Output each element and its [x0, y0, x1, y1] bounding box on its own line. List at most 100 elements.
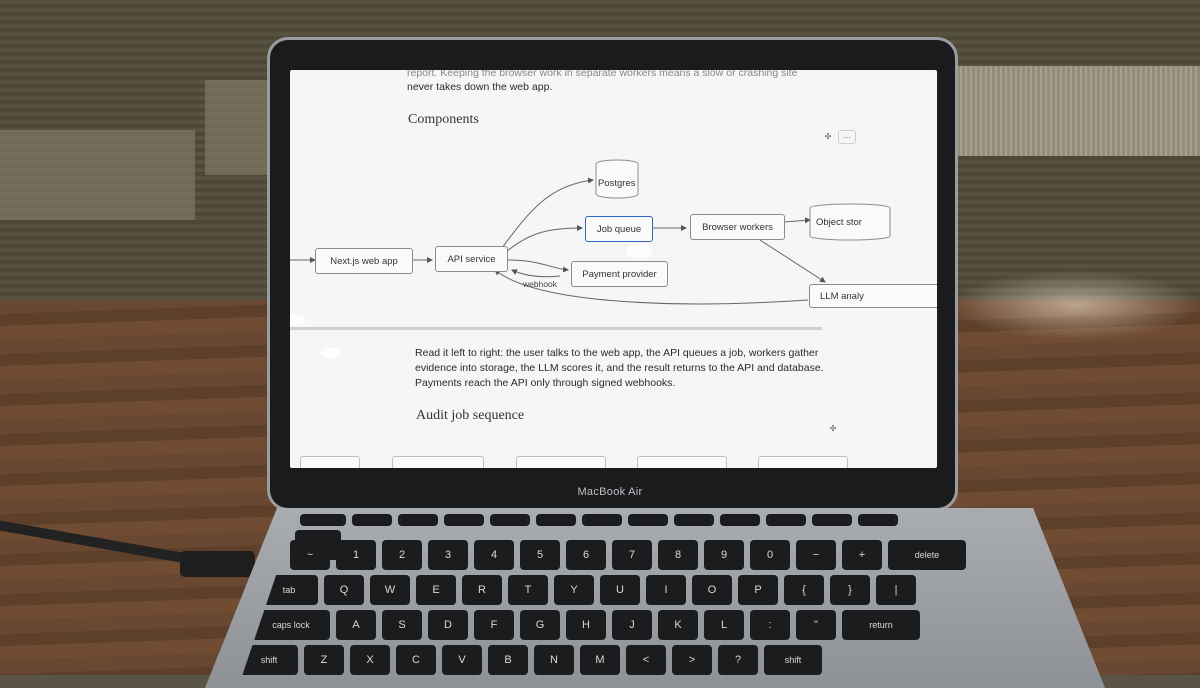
- key-f10[interactable]: [766, 514, 806, 526]
- key-f2[interactable]: [398, 514, 438, 526]
- cut-off-text: report. Keeping the browser work in sepa…: [407, 70, 798, 79]
- edge-api-to-queue: [505, 225, 583, 253]
- move-icon[interactable]: ✣: [824, 131, 832, 141]
- key-f11[interactable]: [812, 514, 852, 526]
- more-options-button[interactable]: ···: [838, 130, 856, 144]
- key-e-3[interactable]: E: [416, 575, 456, 605]
- key---11[interactable]: −: [796, 540, 836, 570]
- text-line: never takes down the web app.: [407, 81, 553, 93]
- key-q-1[interactable]: Q: [324, 575, 364, 605]
- key-3-3[interactable]: 3: [428, 540, 468, 570]
- key-0-10[interactable]: 0: [750, 540, 790, 570]
- key-return-12[interactable]: return: [842, 610, 920, 640]
- key-f1[interactable]: [352, 514, 392, 526]
- key---12[interactable]: }: [830, 575, 870, 605]
- edge-api-to-postgres: [501, 177, 594, 249]
- key-d-3[interactable]: D: [428, 610, 468, 640]
- key-h-6[interactable]: H: [566, 610, 606, 640]
- edge-llm-to-api: [494, 269, 809, 305]
- key---12[interactable]: +: [842, 540, 882, 570]
- move-icon[interactable]: ✣: [829, 423, 837, 433]
- node-object-store[interactable]: Object stor: [816, 217, 862, 228]
- key---9[interactable]: >: [672, 645, 712, 675]
- sequence-card: [637, 456, 727, 468]
- key---10[interactable]: :: [750, 610, 790, 640]
- key-o-9[interactable]: O: [692, 575, 732, 605]
- key-8-8[interactable]: 8: [658, 540, 698, 570]
- key-f3[interactable]: [444, 514, 484, 526]
- key-m-7[interactable]: M: [580, 645, 620, 675]
- blind-light-patch: [205, 80, 270, 175]
- key-v-4[interactable]: V: [442, 645, 482, 675]
- key-r-4[interactable]: R: [462, 575, 502, 605]
- key-5-5[interactable]: 5: [520, 540, 560, 570]
- key---11[interactable]: ": [796, 610, 836, 640]
- key-f12[interactable]: [858, 514, 898, 526]
- screen-glare: [290, 314, 306, 326]
- key-9-9[interactable]: 9: [704, 540, 744, 570]
- key-i-8[interactable]: I: [646, 575, 686, 605]
- laptop-screen: report. Keeping the browser work in sepa…: [290, 70, 937, 468]
- key-y-6[interactable]: Y: [554, 575, 594, 605]
- store-cylinder-body: [809, 208, 891, 241]
- key-f-4[interactable]: F: [474, 610, 514, 640]
- key-f7[interactable]: [628, 514, 668, 526]
- key-6-6[interactable]: 6: [566, 540, 606, 570]
- key-f9[interactable]: [720, 514, 760, 526]
- key-a-1[interactable]: A: [336, 610, 376, 640]
- key-z-1[interactable]: Z: [304, 645, 344, 675]
- key-escape[interactable]: [300, 514, 346, 526]
- key-shift-11[interactable]: shift: [764, 645, 822, 675]
- components-diagram: Next.js web app API service Postgres Job…: [290, 150, 937, 320]
- key-4-4[interactable]: 4: [474, 540, 514, 570]
- key-l-9[interactable]: L: [704, 610, 744, 640]
- key---0[interactable]: ~: [290, 540, 330, 570]
- node-web-app[interactable]: Next.js web app: [315, 248, 413, 274]
- key-1-1[interactable]: 1: [336, 540, 376, 570]
- node-llm-analyzer[interactable]: LLM analy: [809, 284, 937, 308]
- key-caps-lock-0[interactable]: caps lock: [252, 610, 330, 640]
- key-f5[interactable]: [536, 514, 576, 526]
- explanation-paragraph: Read it left to right: the user talks to…: [415, 346, 824, 391]
- key-c-3[interactable]: C: [396, 645, 436, 675]
- key-n-6[interactable]: N: [534, 645, 574, 675]
- key-k-8[interactable]: K: [658, 610, 698, 640]
- edge-payment-webhook: [511, 269, 561, 278]
- screen-glare: [626, 244, 652, 258]
- node-api-service[interactable]: API service: [435, 246, 508, 272]
- sequence-card: [758, 456, 848, 468]
- key---8[interactable]: <: [626, 645, 666, 675]
- node-payment-provider[interactable]: Payment provider: [571, 261, 668, 287]
- key-7-7[interactable]: 7: [612, 540, 652, 570]
- heading-audit-sequence[interactable]: Audit job sequence: [416, 408, 525, 423]
- key-delete-13[interactable]: delete: [888, 540, 966, 570]
- node-postgres[interactable]: Postgres: [598, 178, 636, 189]
- usb-c-plug: [180, 551, 255, 577]
- key-t-5[interactable]: T: [508, 575, 548, 605]
- node-job-queue[interactable]: Job queue: [585, 216, 653, 242]
- sequence-card: [516, 456, 606, 468]
- key-f8[interactable]: [674, 514, 714, 526]
- key-s-2[interactable]: S: [382, 610, 422, 640]
- key-j-7[interactable]: J: [612, 610, 652, 640]
- key---13[interactable]: |: [876, 575, 916, 605]
- key-p-10[interactable]: P: [738, 575, 778, 605]
- key-2-2[interactable]: 2: [382, 540, 422, 570]
- edge-workers-to-llm: [759, 239, 826, 283]
- postgres-cylinder-body: [595, 164, 639, 199]
- heading-components: Components: [408, 112, 479, 127]
- key---11[interactable]: {: [784, 575, 824, 605]
- key-g-5[interactable]: G: [520, 610, 560, 640]
- key-b-5[interactable]: B: [488, 645, 528, 675]
- node-browser-workers[interactable]: Browser workers: [690, 214, 785, 240]
- sequence-card: [300, 456, 360, 468]
- key---10[interactable]: ?: [718, 645, 758, 675]
- key-f4[interactable]: [490, 514, 530, 526]
- key-f6[interactable]: [582, 514, 622, 526]
- key-u-7[interactable]: U: [600, 575, 640, 605]
- key-w-2[interactable]: W: [370, 575, 410, 605]
- key-x-2[interactable]: X: [350, 645, 390, 675]
